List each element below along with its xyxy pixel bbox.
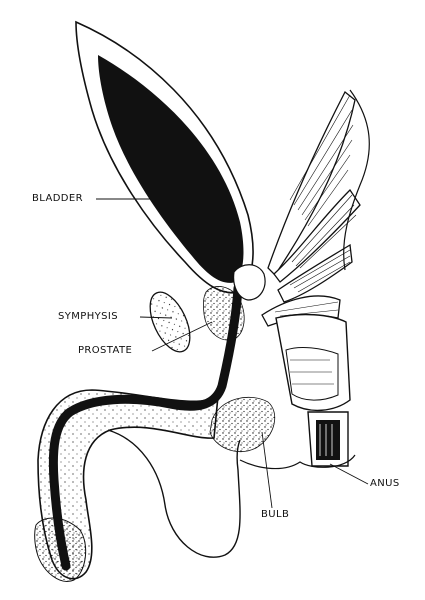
bladder-lumen <box>98 55 244 283</box>
leader-prostate <box>151 321 213 352</box>
urethra <box>48 283 243 571</box>
bladder-neck <box>233 264 266 301</box>
leader-lines <box>96 198 369 509</box>
scrotum-outline <box>107 429 241 558</box>
perineum-outline <box>239 454 356 470</box>
leader-anus <box>329 463 369 485</box>
leader-bulb <box>261 431 273 509</box>
anal-canal <box>307 411 349 467</box>
label-prostate: PROSTATE <box>78 345 133 356</box>
glans <box>34 517 87 582</box>
muscle-fibers <box>274 94 357 317</box>
label-bulb: BULB <box>261 509 290 520</box>
label-anus: ANUS <box>370 478 400 489</box>
label-bladder: BLADDER <box>32 193 83 204</box>
bulb-tissue <box>209 396 276 453</box>
rectal-wall-outline <box>343 89 370 271</box>
leader-symphysis <box>139 316 173 319</box>
label-symphysis: SYMPHYSIS <box>58 311 118 322</box>
rectum <box>275 313 351 412</box>
symphysis-bone <box>149 291 191 353</box>
pelvic-muscles <box>261 90 361 327</box>
